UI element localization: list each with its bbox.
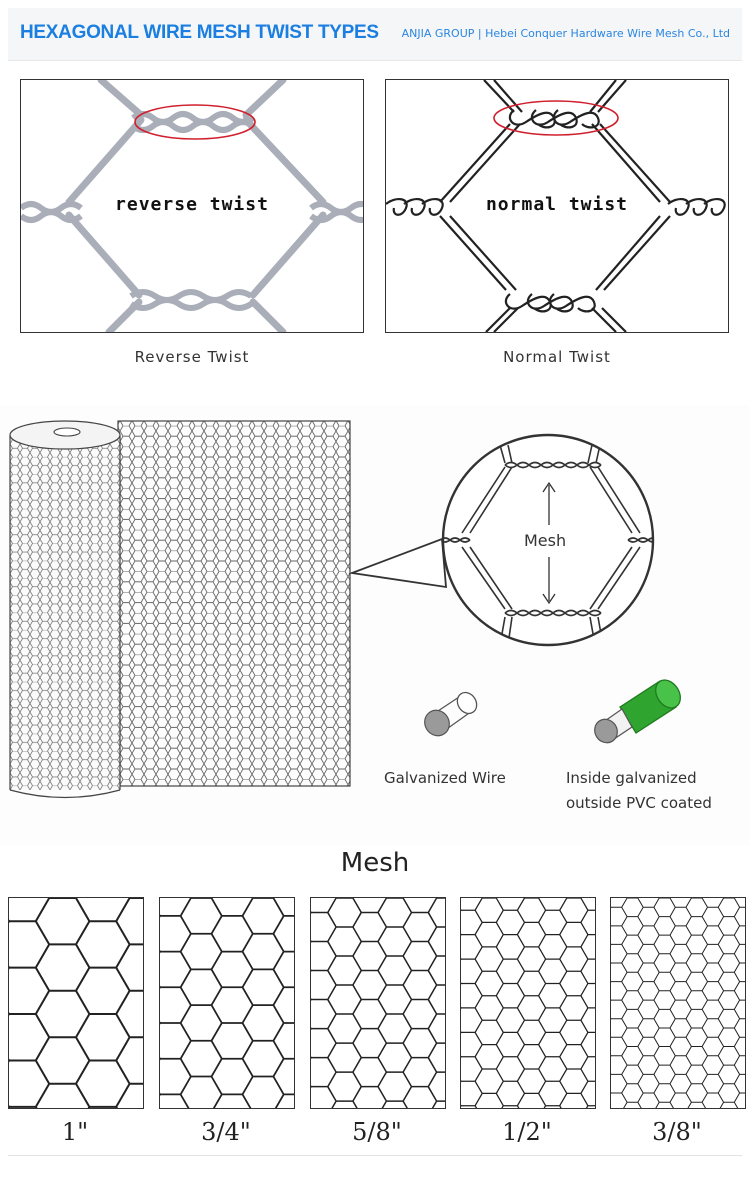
hex-cells	[461, 898, 595, 1108]
mesh-height-arrows	[542, 481, 556, 605]
mesh-size-label: 5/8"	[352, 1118, 402, 1146]
mesh-label: Mesh	[524, 531, 567, 550]
hex-mesh-pattern	[160, 898, 294, 1108]
reverse-twist-illustration	[20, 79, 364, 333]
hex-mesh-pattern	[461, 898, 595, 1108]
mesh-roll-diagram	[9, 420, 681, 799]
company-name: ANJIA GROUP | Hebei Conquer Hardware Wir…	[401, 27, 730, 40]
reverse-twist-caption: Reverse Twist	[134, 348, 250, 366]
mesh-sample	[159, 897, 295, 1109]
hex-mesh-pattern	[611, 898, 745, 1108]
pvc-coated-wire-icon	[594, 679, 681, 744]
mesh-size-label: 3/4"	[201, 1118, 251, 1146]
galvanized-wire-icon	[424, 691, 478, 737]
hex-cells	[311, 898, 445, 1108]
mesh-size-label: 1/2"	[502, 1118, 552, 1146]
hex-mesh-pattern	[311, 898, 445, 1108]
normal-twist-caption: Normal Twist	[503, 348, 611, 366]
normal-twist-illustration	[385, 79, 729, 333]
hex-cells	[9, 898, 143, 1108]
page-header: HEXAGONAL WIRE MESH TWIST TYPES ANJIA GR…	[8, 8, 742, 61]
reverse-twist-label: reverse twist	[115, 194, 269, 215]
mesh-sizes-title: Mesh	[340, 848, 410, 878]
hex-cells	[611, 898, 745, 1108]
normal-twist-label: normal twist	[485, 194, 629, 215]
mesh-sample	[8, 897, 144, 1109]
mesh-sample	[610, 897, 746, 1109]
mesh-roll-section: Mesh Galvanized Wire Inside galvanized o…	[0, 405, 750, 845]
mesh-size-label: 1"	[61, 1118, 89, 1146]
pvc-wire-label-line1: Inside galvanized	[566, 769, 697, 787]
mesh-sample	[460, 897, 596, 1109]
galvanized-wire-label: Galvanized Wire	[384, 769, 506, 787]
hex-mesh-pattern	[9, 898, 143, 1108]
footer-divider	[8, 1155, 742, 1156]
hex-cells	[160, 898, 294, 1108]
page-title: HEXAGONAL WIRE MESH TWIST TYPES	[20, 22, 379, 43]
mesh-sample	[310, 897, 446, 1109]
pvc-wire-label-line2: outside PVC coated	[566, 794, 712, 812]
mesh-size-label: 3/8"	[652, 1118, 702, 1146]
